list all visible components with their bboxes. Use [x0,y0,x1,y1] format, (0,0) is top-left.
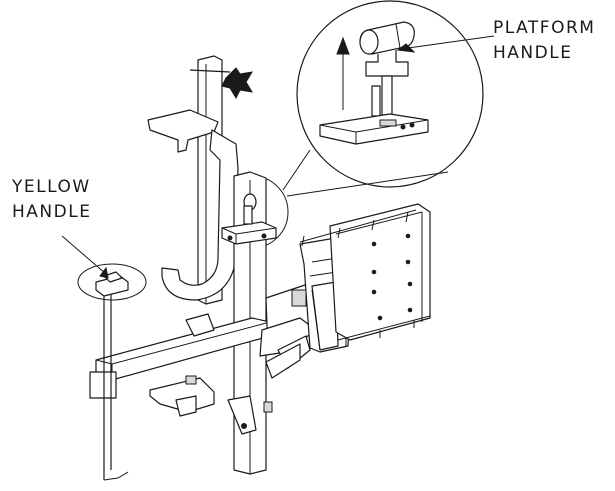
motor-shaft-cap [291,289,307,307]
column-foot-bolt [263,401,273,413]
zoom-leader-line [286,171,449,197]
star-knob-icon [221,67,253,100]
top-shelf-plate [147,109,219,153]
yellow-handle-label: YELLOW HANDLE [12,175,91,225]
yellow-handle-leader [61,235,107,275]
handle-side-plate [371,85,381,117]
yellow-handle-rod [95,271,129,481]
up-arrow-icon [336,36,350,110]
platform-handle-zoom-callout [282,0,495,197]
zoom-leader-line [282,149,311,191]
curved-j-arm [161,129,239,301]
platform-handle-label-line1: PLATFORM [493,18,596,38]
yellow-handle-label-line2: HANDLE [12,202,92,222]
yellow-handle-label-line1: YELLOW [12,177,91,197]
platform-handle-label: PLATFORM HANDLE [493,16,595,66]
platform-handle-label-line2: HANDLE [493,43,573,63]
crossbar-clamp [89,371,117,399]
yellow-handle-locator-ellipse [77,263,147,301]
lower-column-bracket [227,395,257,435]
platform-nut [379,119,397,127]
platform-handle-arrowhead [396,43,416,53]
mounting-plate [299,203,431,346]
yellow-handle-arrowhead [99,266,109,279]
lower-left-bracket [149,377,215,413]
platform-handle-leader [407,35,495,49]
handle-post [381,75,393,121]
column-wheel [185,313,215,337]
platform-handle-cylinder [359,21,415,55]
